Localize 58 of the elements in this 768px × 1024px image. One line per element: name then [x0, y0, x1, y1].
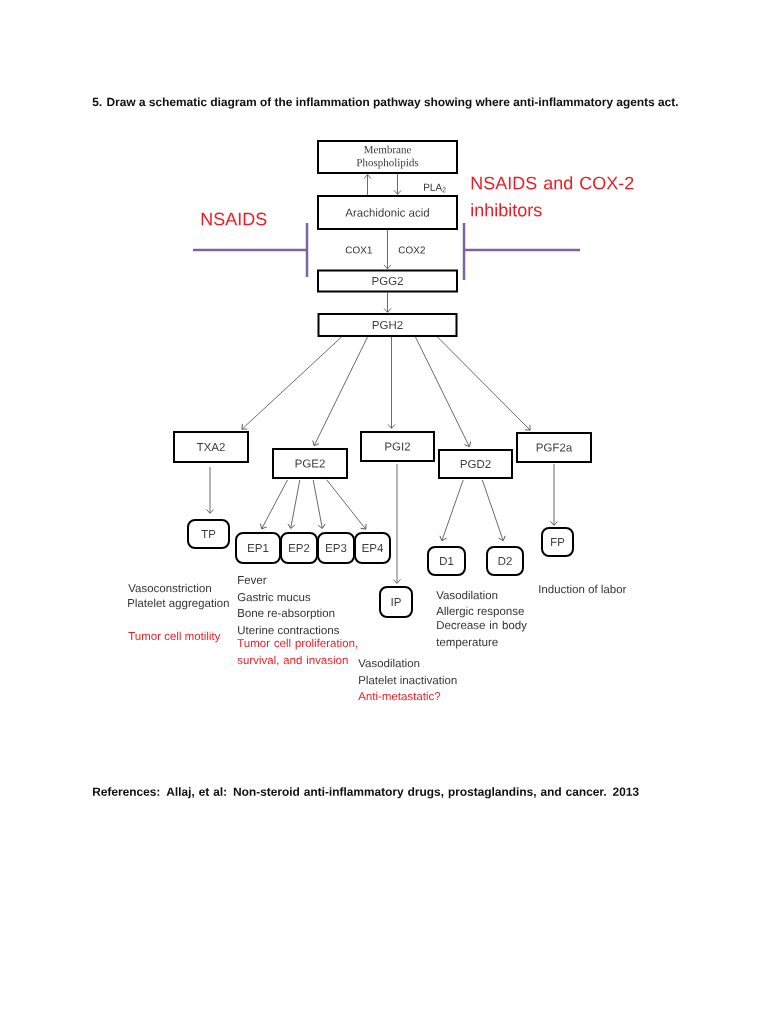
- arrow: [393, 463, 401, 584]
- pathway-box: PGI2: [360, 431, 435, 462]
- receptor-box: D2: [486, 546, 524, 576]
- arrow: [326, 479, 367, 530]
- arrow: [387, 336, 396, 429]
- arrow: [241, 336, 342, 430]
- effect-text: Gastric mucus: [237, 592, 311, 602]
- effect-text: Vasodilation: [436, 590, 498, 600]
- effect-text: Anti-metastatic?: [358, 691, 441, 701]
- pathway-box: PGE2: [272, 448, 348, 479]
- pathway-box: PGF2a: [516, 432, 592, 463]
- effect-text: Platelet aggregation: [128, 598, 229, 610]
- receptor-box: EP3: [317, 532, 355, 564]
- pathway-box: PGH2: [317, 313, 458, 337]
- pathway-box: Membrane Phospholipids: [317, 140, 458, 174]
- arrow: [550, 463, 558, 526]
- receptor-box: D1: [427, 546, 466, 576]
- arrow: [312, 336, 368, 447]
- receptor-box: IP: [379, 586, 413, 618]
- effect-text: Vasoconstriction: [128, 583, 211, 593]
- arrow: [415, 336, 472, 448]
- pathway-box: PGG2: [317, 269, 458, 293]
- arrow: [260, 479, 288, 530]
- title: 5. Draw a schematic diagram of the inflammation pathway showing where anti-inflammatory agents act.: [92, 97, 678, 109]
- receptor-box: FP: [541, 527, 574, 557]
- receptor-box: TP: [187, 519, 230, 549]
- pathway-box: TXA2: [173, 431, 249, 463]
- arrow: [206, 466, 214, 514]
- drug-label: NSAIDS: [201, 212, 267, 226]
- edge-label: PLA$_{2}$: [422, 182, 448, 194]
- enzyme-label: COX2: [398, 246, 425, 254]
- arrow: [437, 336, 531, 431]
- receptor-box: EP2: [280, 532, 318, 564]
- reference-text: References: Allaj, et al: Non-steroid anti-inflammatory drugs, prostaglandins, and cancer. 2013: [93, 787, 639, 799]
- effect-text: Bone re-absorption: [238, 608, 335, 620]
- arrow: [312, 479, 326, 529]
- effect-text: Induction of labor: [539, 584, 627, 594]
- drug-label: NSAIDS and COX-2 inhibitors: [471, 176, 634, 217]
- effect-text: Tumor cell proliferation, survival, and invasion: [237, 638, 358, 666]
- effect-text: Fever: [238, 576, 267, 584]
- arrow: [363, 174, 372, 196]
- arrow: [383, 292, 392, 313]
- effect-text: Allergic response: [436, 606, 524, 618]
- arrow: [383, 229, 392, 270]
- pathway-box: PGD2: [438, 449, 513, 479]
- effect-text: Decrease in body temperature: [436, 620, 527, 649]
- effect-text: Tumor cell motility: [128, 631, 221, 643]
- arrow: [393, 173, 402, 195]
- effect-text: Uterine contractions: [238, 625, 340, 635]
- arrow: [287, 479, 301, 529]
- pathway-box: Arachidonic acid: [317, 195, 458, 230]
- effect-text: Vasodilation: [358, 658, 420, 668]
- receptor-box: EP4: [354, 532, 391, 564]
- enzyme-label: COX1: [345, 246, 372, 254]
- receptor-box: EP1: [235, 532, 281, 564]
- effect-text: Platelet inactivation: [359, 675, 457, 685]
- arrow: [439, 479, 464, 542]
- arrow: [481, 479, 506, 542]
